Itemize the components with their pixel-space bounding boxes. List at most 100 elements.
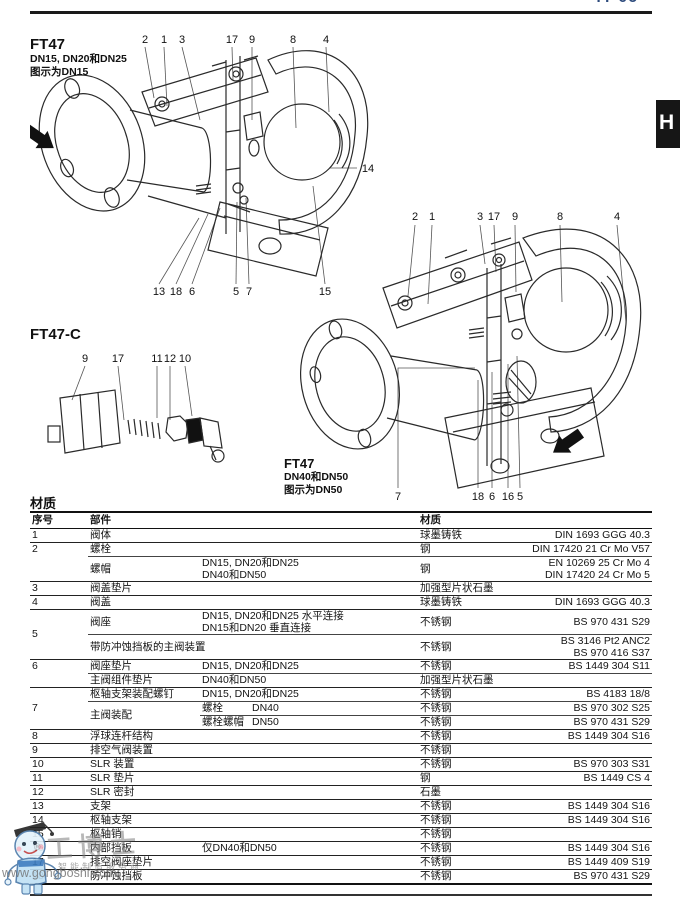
- cell-variant: DN40: [250, 701, 419, 716]
- cell-material: 不锈钢: [418, 634, 527, 660]
- callout-label: 2: [142, 34, 148, 46]
- callout-label: 9: [249, 34, 255, 46]
- cell-standard: BS 1449 304 S16: [526, 799, 653, 814]
- callout-label: 5: [517, 491, 523, 503]
- cell-standard: BS 970 431 S29: [526, 869, 653, 885]
- cell-variant: 仅DN40和DN50: [200, 841, 419, 856]
- trap-body-outline: [299, 228, 642, 489]
- callout-label: 4: [614, 211, 620, 223]
- cell-material: 不锈钢: [418, 869, 527, 885]
- materials-table: 序号 部件 材质 1 阀体 球墨铸铁 DIN 1693 GGG 40.3 2 螺…: [30, 511, 653, 885]
- cell-no: 2: [30, 542, 88, 582]
- standard-line: EN 10269 25 Cr Mo 4: [548, 557, 651, 570]
- callout-label: 14: [362, 163, 374, 175]
- table-row: 16 内部挡板 仅DN40和DN50 不锈钢 BS 1449 304 S16: [30, 841, 653, 856]
- cell-variant: DN15, DN20和DN25: [200, 659, 419, 674]
- cell-part: 浮球连杆结构: [88, 729, 419, 744]
- cell-no: 14: [30, 813, 88, 828]
- cell-standard: BS 970 431 S29: [526, 609, 653, 635]
- trap-body-outline: [38, 50, 369, 277]
- callout-label: 10: [179, 353, 191, 365]
- callout-label: 11: [151, 353, 162, 365]
- callout-label: 9: [512, 211, 518, 223]
- table-row: 4 阀盖 球墨铸铁 DIN 1693 GGG 40.3: [30, 595, 653, 610]
- fig3-title-block: FT47 DN40和DN50 图示为DN50: [284, 456, 348, 497]
- callout-label: 12: [164, 353, 176, 365]
- leader-lines: [144, 46, 357, 285]
- callout-label: 16: [502, 491, 514, 503]
- callout-label: 13: [153, 286, 165, 298]
- header-material: 材质: [418, 511, 653, 529]
- cell-part: 主阀装配: [88, 701, 200, 730]
- cell-part: 阀盖: [88, 595, 419, 610]
- cell-material: 钢: [418, 542, 527, 557]
- cell-material: 不锈钢: [418, 609, 527, 635]
- table-row: 主阀组件垫片 DN40和DN50 加强型片状石墨: [30, 673, 653, 688]
- cell-variant: DN50: [250, 715, 419, 730]
- table-row: 6 阀座垫片 DN15, DN20和DN25 不锈钢 BS 1449 304 S…: [30, 659, 653, 688]
- cell-standard: [526, 827, 653, 842]
- ft47-dn50-drawing: 2 1 3 17 9 8 4 7 18 6 16 5: [299, 211, 642, 503]
- cell-no: 12: [30, 785, 88, 800]
- cell-standard: BS 1449 409 S19: [526, 855, 653, 870]
- cell-variant: DN15, DN20和DN25: [200, 687, 419, 702]
- callout-label: 17: [112, 353, 124, 365]
- variant-line: DN15, DN20和DN25: [202, 557, 299, 570]
- inlet-flange: [299, 318, 401, 450]
- fig1-callouts: 2 1 3 17 9 8 4 13 18 6 5 7 15 14: [142, 34, 374, 298]
- cell-material: 不锈钢: [418, 659, 527, 674]
- table-row: 8 浮球连杆结构 不锈钢 BS 1449 304 S16: [30, 729, 653, 744]
- cell-standard: [526, 581, 653, 596]
- table-row: 主阀装配 螺栓 DN40 不锈钢 BS 970 302 S25: [30, 701, 653, 730]
- callout-label: 8: [557, 211, 563, 223]
- table-row: 15 枢轴销 不锈钢: [30, 827, 653, 842]
- cell-part: SLR 密封: [88, 785, 419, 800]
- cell-material: 不锈钢: [418, 715, 527, 730]
- cell-part: 防冲蚀挡板: [88, 869, 419, 885]
- ft47-c-drawing: 9 17 11 12 10: [47, 353, 225, 463]
- standard-line: DIN 17420 24 Cr Mo 5: [544, 569, 651, 581]
- section-tab-letter: H: [659, 111, 675, 134]
- fig3-title: FT47: [284, 456, 315, 471]
- cell-standard: DIN 17420 21 Cr Mo V57: [526, 542, 653, 557]
- cell-material: 不锈钢: [418, 687, 527, 702]
- leader-lines: [71, 365, 193, 421]
- callout-label: 17: [488, 211, 500, 223]
- cell-standard: BS 1449 CS 4: [526, 771, 653, 786]
- cell-material: 钢: [418, 771, 527, 786]
- cell-standard: BS 1449 304 S16: [526, 729, 653, 744]
- header-no: 序号: [30, 511, 88, 529]
- cell-material: 加强型片状石墨: [418, 581, 527, 596]
- callout-label: 7: [246, 286, 252, 298]
- callout-label: 9: [82, 353, 88, 365]
- cell-part: SLR 装置: [88, 757, 419, 772]
- fig1-subtitle2: 图示为DN15: [30, 66, 89, 78]
- table-row: 10 SLR 装置 不锈钢 BS 970 303 S31: [30, 757, 653, 772]
- callout-label: 17: [226, 34, 238, 46]
- callout-label: 3: [477, 211, 483, 223]
- table-row: 螺帽 DN15, DN20和DN25 DN40和DN50 钢 EN 10269 …: [30, 556, 653, 582]
- cell-material: 不锈钢: [418, 799, 527, 814]
- table-row: 17 排空阀座垫片 不锈钢 BS 1449 409 S19: [30, 855, 653, 870]
- table-row: 带防冲蚀挡板的主阀装置 不锈钢 BS 3146 Pt2 ANC2 BS 970 …: [30, 634, 653, 660]
- materials-section: 材质 序号 部件 材质 1 阀体 球墨铸铁 DIN 1693 GGG 40.3 …: [30, 496, 653, 885]
- cell-no: 17: [30, 855, 88, 870]
- cell-part: 阀座: [88, 609, 200, 635]
- cell-material: 不锈钢: [418, 813, 527, 828]
- air-vent-assembly-outline: [47, 389, 225, 463]
- materials-title: 材质: [30, 496, 57, 511]
- cell-subpart: 螺栓螺帽: [200, 715, 250, 730]
- fig2-title-block: FT47-C: [30, 326, 81, 343]
- cell-material: 加强型片状石墨: [418, 673, 527, 688]
- cell-material: 不锈钢: [418, 841, 527, 856]
- table-row: 5 阀座 DN15, DN20和DN25 水平连接 DN15和DN20 垂直连接…: [30, 609, 653, 660]
- cell-standard: BS 970 431 S29: [526, 715, 653, 730]
- table-row: 13 支架 不锈钢 BS 1449 304 S16: [30, 799, 653, 814]
- callout-label: 6: [489, 491, 495, 503]
- cell-no: 5: [30, 609, 88, 660]
- page-code-text: TI-65: [594, 0, 639, 6]
- cell-part: 螺栓: [88, 542, 419, 557]
- cell-no: 9: [30, 743, 88, 758]
- fig2-callouts: 9 17 11 12 10: [82, 353, 191, 365]
- cell-material: 不锈钢: [418, 757, 527, 772]
